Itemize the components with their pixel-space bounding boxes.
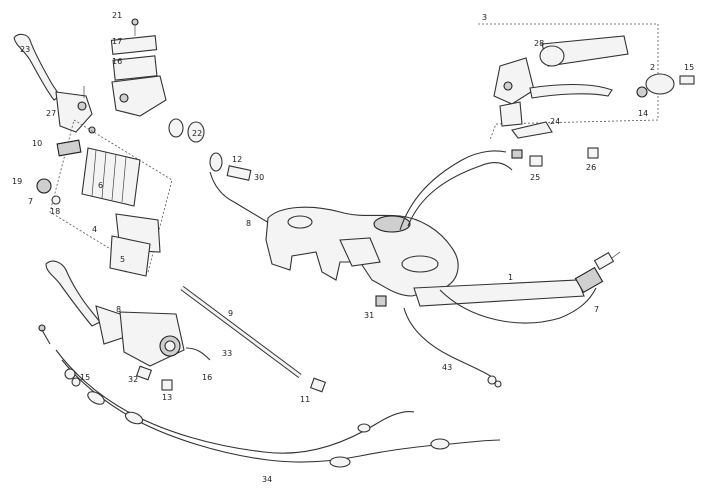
callout-4: 4 [92,225,97,234]
callout-31: 31 [364,311,374,320]
callout-labels: 23 27 10 19 7 18 6 4 5 21 17 16 22 12 30… [12,11,694,484]
callout-6: 6 [98,181,103,190]
callout-8a: 8 [246,219,251,228]
callout-21: 21 [112,11,122,20]
callout-3: 3 [482,13,487,22]
callout-16b: 16 [202,373,212,382]
callout-32: 32 [128,375,138,384]
callout-14: 14 [638,109,648,118]
callout-23: 23 [20,45,30,54]
long-rod [180,285,302,379]
callout-26: 26 [586,163,596,172]
callout-18a: 18 [50,207,60,216]
callout-15a: 15 [684,63,694,72]
upper-reservoir [110,18,167,117]
callout-34: 34 [262,475,272,484]
lower-left-lever [45,260,211,391]
callout-25: 25 [530,173,540,182]
handlebar-tube [413,251,621,307]
callout-8b: 8 [116,305,121,314]
callout-9: 9 [228,309,233,318]
cables [38,150,597,468]
callout-2: 2 [650,63,655,72]
callout-1: 1 [508,273,513,282]
callout-7b: 7 [594,305,599,314]
upper-left-lever [13,33,96,134]
callout-13: 13 [162,393,172,402]
callout-22: 22 [192,129,202,138]
throttle-assembly [36,119,173,277]
callout-43: 43 [442,363,452,372]
right-switch-housing [636,73,695,98]
right-lever-assembly [478,23,659,167]
callout-16: 16 [112,57,122,66]
small-parts-center [309,295,502,393]
callout-17: 17 [112,37,122,46]
small-bolts-upper [168,118,285,233]
callout-11: 11 [300,395,310,404]
callout-15b: 15 [80,373,90,382]
callout-27: 27 [46,109,56,118]
callout-24: 24 [550,117,560,126]
callout-28: 28 [534,39,544,48]
callout-19: 19 [12,177,22,186]
callout-33: 33 [222,349,232,358]
callout-12: 12 [232,155,242,164]
handlebar-clamp [265,206,459,297]
callout-7a: 7 [28,197,33,206]
callout-30: 30 [254,173,264,182]
callout-5: 5 [120,255,125,264]
callout-10: 10 [32,139,42,148]
